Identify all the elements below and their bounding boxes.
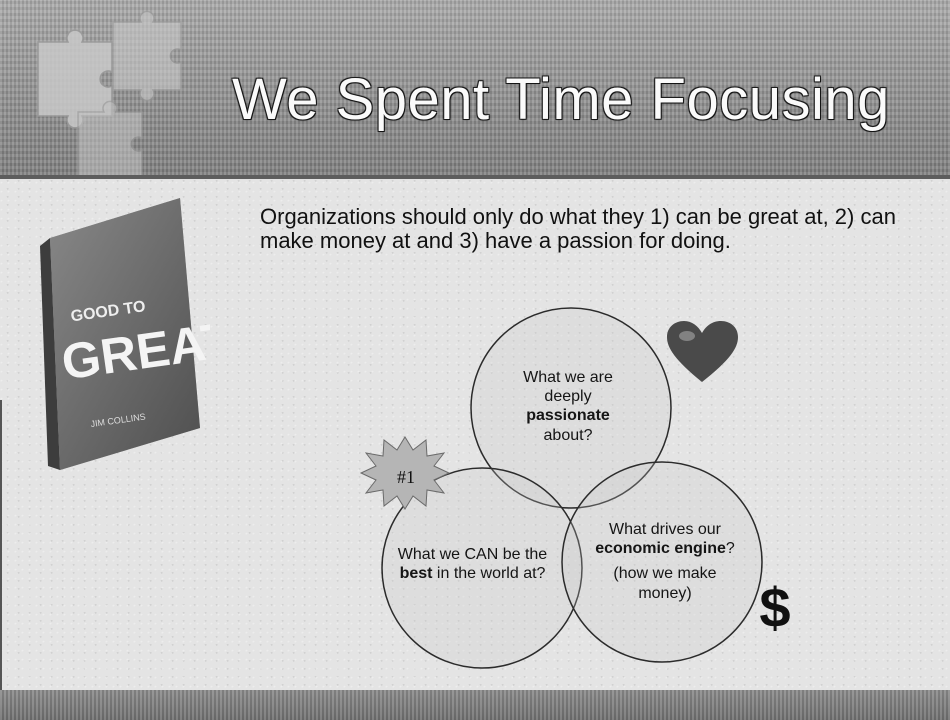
venn-circle-right [561,461,763,663]
star-burst-icon [359,436,451,510]
book-cover-image: GOOD TO GREAT JIM COLLINS [40,198,210,470]
venn-label-economic-post: ? [725,540,735,558]
venn-label-passion: What we are deeply passionate about? [503,368,633,445]
venn-label-economic-pre: What drives our [608,521,722,538]
header-divider [0,175,950,179]
venn-label-best-bold: best [399,565,433,583]
intro-text: Organizations should only do what they 1… [260,204,896,254]
venn-label-best-post: in the world at? [436,565,546,583]
venn-label-economic-bold: economic engine [595,540,726,558]
venn-label-passion-pre: What we are deeply [523,369,613,406]
venn-label-passion-bold: passionate [526,407,610,425]
dollar-sign-icon: $ [759,576,791,639]
badge-label: #1 [397,467,415,487]
venn-label-best-pre: What we CAN be the [397,546,548,563]
venn-circle-top [470,307,672,509]
venn-diagram [359,307,763,669]
venn-circle-left [381,467,583,669]
header-bar: We Spent Time Focusing [0,0,950,177]
puzzle-pieces-icon [37,10,182,177]
venn-label-economic-sub: (how we make money) [613,565,717,602]
venn-label-best: What we CAN be the best in the world at? [395,545,550,583]
heart-icon [667,321,738,382]
footer-bar [0,690,950,720]
venn-label-passion-post: about? [543,426,593,444]
left-edge-line [0,400,2,690]
slide-title: We Spent Time Focusing [232,67,890,132]
venn-label-economic: What drives our economic engine? (how we… [595,520,735,603]
